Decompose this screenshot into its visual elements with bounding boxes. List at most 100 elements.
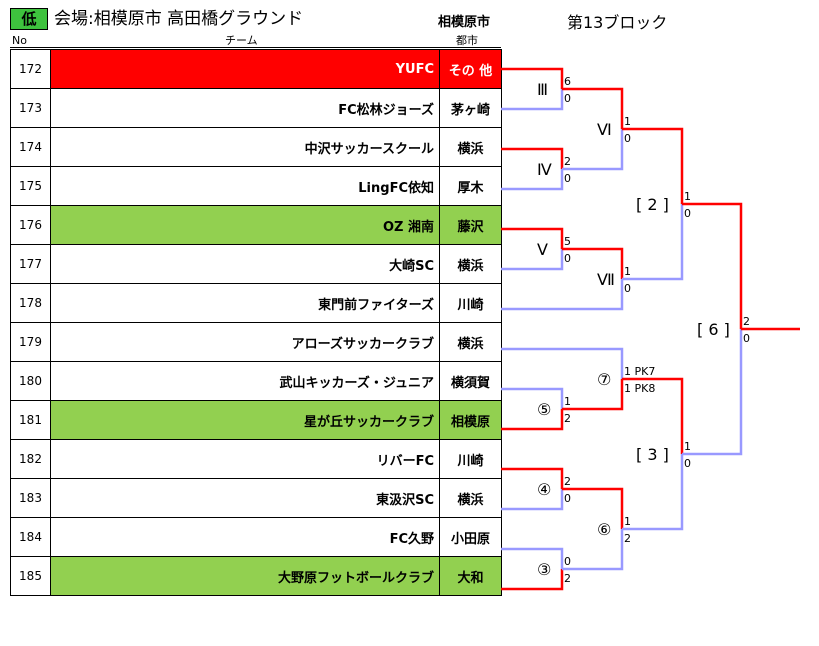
score-bottom: 0 [564, 92, 571, 105]
team-number: 173 [10, 88, 51, 128]
team-city: その 他 [439, 49, 502, 89]
team-city: 藤沢 [439, 205, 502, 245]
score-top: 0 [564, 555, 571, 568]
score-bottom: 0 [684, 457, 691, 470]
match-label: [ 3 ] [636, 445, 669, 464]
match-label: Ⅴ [537, 240, 548, 259]
grade-badge: 低 [10, 8, 48, 30]
bracket-line [622, 127, 684, 204]
score-top: 5 [564, 235, 571, 248]
match-label: Ⅵ [597, 120, 612, 139]
team-number: 180 [10, 361, 51, 401]
score-bottom: 2 [624, 532, 631, 545]
match-label: Ⅳ [537, 160, 552, 179]
bracket-line [562, 347, 624, 379]
team-name: アローズサッカークラブ [50, 322, 440, 362]
bracket-line [562, 529, 624, 571]
column-header-city: 都市 [456, 34, 478, 47]
team-number: 177 [10, 244, 51, 284]
match-label: ⑥ [597, 520, 611, 539]
bracket-line [501, 169, 564, 191]
match-label: ⑤ [537, 400, 551, 419]
team-number: 185 [10, 556, 51, 596]
bracket-line [562, 379, 624, 411]
team-city: 小田原 [439, 517, 502, 557]
match-label: [ 2 ] [636, 195, 669, 214]
team-city: 横浜 [439, 322, 502, 362]
score-top: 1 [624, 265, 631, 278]
team-city: 横浜 [439, 244, 502, 284]
bracket-line [562, 279, 624, 311]
score-top: 1 [684, 190, 691, 203]
bracket-line [622, 454, 684, 531]
team-number: 176 [10, 205, 51, 245]
team-name: 星が丘サッカークラブ [50, 400, 440, 440]
bracket-line [501, 67, 564, 89]
bracket-line [562, 247, 624, 279]
score-bottom: 2 [564, 412, 571, 425]
team-number: 175 [10, 166, 51, 206]
header-divider [10, 47, 501, 48]
column-header-no: No [12, 34, 27, 47]
bracket-line [682, 202, 743, 329]
score-bottom: 0 [564, 252, 571, 265]
match-label: Ⅶ [597, 270, 615, 289]
score-bottom: 0 [564, 172, 571, 185]
column-header-team: チーム [225, 34, 258, 47]
team-name: YUFC [50, 49, 440, 89]
score-top: 2 [564, 475, 571, 488]
score-bottom: 0 [564, 492, 571, 505]
team-city: 横浜 [439, 478, 502, 518]
score-bottom: 0 [624, 282, 631, 295]
team-city: 横浜 [439, 127, 502, 167]
match-label: ⑦ [597, 370, 611, 389]
bracket-line [562, 129, 624, 171]
score-top: 1 [624, 115, 631, 128]
team-city: 茅ヶ崎 [439, 88, 502, 128]
team-number: 179 [10, 322, 51, 362]
team-name: LingFC依知 [50, 166, 440, 206]
score-top: 2 [743, 315, 750, 328]
team-name: 東汲沢SC [50, 478, 440, 518]
bracket-line [562, 87, 624, 129]
bracket-line [622, 204, 684, 281]
team-city: 厚木 [439, 166, 502, 206]
score-top: 2 [564, 155, 571, 168]
host-city-label: 相模原市 [438, 15, 491, 30]
team-city: 大和 [439, 556, 502, 596]
bracket-line [501, 249, 564, 271]
team-name: 大野原フットボールクラブ [50, 556, 440, 596]
bracket-line [501, 227, 564, 249]
score-bottom: 2 [564, 572, 571, 585]
bracket-line [501, 147, 564, 169]
team-city: 横須賀 [439, 361, 502, 401]
bracket-line [501, 467, 564, 489]
match-label: ③ [537, 560, 551, 579]
team-number: 183 [10, 478, 51, 518]
bracket-line [501, 89, 564, 111]
match-label: Ⅲ [537, 80, 548, 99]
bracket-line [622, 377, 684, 454]
score-top: 1 [624, 515, 631, 528]
bracket-line [501, 409, 564, 431]
team-number: 178 [10, 283, 51, 323]
score-bottom: 0 [743, 332, 750, 345]
score-top: 1 PK7 [624, 365, 655, 378]
score-bottom: 1 PK8 [624, 382, 655, 395]
bracket-line [562, 487, 624, 529]
bracket-line [501, 569, 564, 591]
team-number: 174 [10, 127, 51, 167]
